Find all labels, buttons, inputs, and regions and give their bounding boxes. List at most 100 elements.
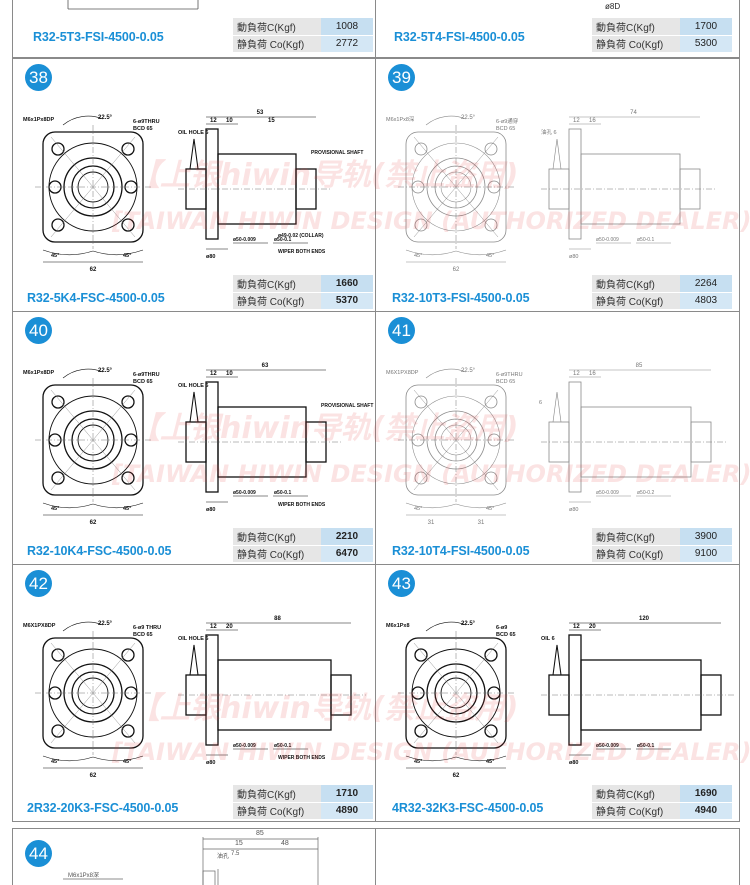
grease-nipple bbox=[189, 391, 199, 423]
diameter-label-2: ø50-0.1 bbox=[637, 237, 654, 243]
model-name: R32-10T4-FSI-4500-0.05 bbox=[392, 544, 530, 558]
length-label-1: 12 bbox=[573, 371, 580, 377]
width-label: 31 bbox=[478, 520, 485, 526]
angle-label: 22.5° bbox=[461, 621, 476, 627]
diagonal-line bbox=[50, 389, 136, 491]
model-name: 4R32-32K3-FSC-4500-0.05 bbox=[392, 801, 544, 815]
length-label-1: 12 bbox=[210, 371, 217, 377]
thru-hole-label: 6-ø9THRU bbox=[133, 372, 160, 378]
overall-length-label: 88 bbox=[274, 616, 281, 622]
width-label: 62 bbox=[453, 773, 460, 779]
flange-diameter-label: ø80 bbox=[206, 507, 215, 513]
oil-hole-label: 油孔 6 bbox=[541, 128, 557, 136]
mounting-hole bbox=[121, 471, 135, 485]
static-load-value: 9100 bbox=[680, 545, 732, 563]
small-dim-label: 7.5 bbox=[231, 851, 240, 857]
bcd-label: BCD 65 bbox=[496, 126, 515, 132]
top-partial-right: R32-5T4-FSI-4500-0.05 ø8D 動負荷C(Kgf)1700 … bbox=[375, 0, 740, 58]
oil-hole-label: OIL HOLE 6 bbox=[178, 636, 208, 642]
mounting-hole bbox=[51, 724, 65, 738]
mounting-hole bbox=[414, 724, 428, 738]
diagonal-line bbox=[413, 642, 499, 744]
small-dim-label: 6 bbox=[539, 400, 542, 406]
mounting-hole bbox=[121, 648, 135, 662]
diagonal-line bbox=[50, 136, 136, 238]
angle-label: 22.5° bbox=[98, 115, 113, 121]
angle-label-right: 45° bbox=[486, 506, 494, 512]
length-label-1: 15 bbox=[235, 840, 243, 847]
static-load-label: 静負荷 Co(Kgf) bbox=[233, 545, 321, 563]
grease-nipple bbox=[552, 138, 562, 170]
length-label-2: 20 bbox=[226, 624, 233, 630]
mounting-hole bbox=[51, 395, 65, 409]
flange-diameter-label: ø80 bbox=[206, 254, 215, 260]
dynamic-load-label: 動負荷C(Kgf) bbox=[592, 18, 680, 36]
oil-hole-label: OIL 6 bbox=[541, 636, 555, 642]
thru-hole-label: 6-ø9通穿 bbox=[496, 117, 519, 125]
angle-arc bbox=[62, 115, 104, 126]
static-load-label: 静負荷 Co(Kgf) bbox=[592, 35, 680, 53]
static-load-value: 4940 bbox=[680, 802, 732, 820]
item-number-badge: 41 bbox=[388, 317, 415, 344]
static-load-value: 5370 bbox=[321, 292, 373, 310]
static-load-label: 静負荷 Co(Kgf) bbox=[233, 35, 321, 53]
angle-arc-left bbox=[405, 502, 457, 509]
grease-nipple bbox=[189, 138, 199, 170]
length-label-2: 20 bbox=[589, 624, 596, 630]
angle-label-right: 45° bbox=[486, 759, 494, 765]
diagonal-line bbox=[413, 389, 499, 491]
bcd-label: BCD 65 bbox=[496, 632, 516, 638]
mounting-hole bbox=[121, 395, 135, 409]
model-name: R32-10K4-FSC-4500-0.05 bbox=[27, 544, 172, 558]
overall-length-label: 74 bbox=[630, 110, 637, 116]
angle-label-left: 45° bbox=[414, 253, 422, 259]
dynamic-load-label: 動負荷C(Kgf) bbox=[592, 785, 680, 803]
dynamic-load-label: 動負荷C(Kgf) bbox=[233, 275, 321, 293]
diameter-label-1: ø50-0.009 bbox=[233, 490, 256, 496]
pitch-hole-label: M6x1Px8DP bbox=[23, 117, 55, 123]
angle-arc-left bbox=[405, 755, 457, 762]
angle-label: 22.5° bbox=[98, 368, 113, 374]
length-label-1: 12 bbox=[573, 118, 580, 124]
diameter-label-2: ø50-0.1 bbox=[637, 743, 654, 749]
angle-arc-left bbox=[405, 249, 457, 256]
model-name: R32-5T3-FSI-4500-0.05 bbox=[33, 30, 164, 44]
mounting-hole bbox=[121, 142, 135, 156]
static-load-value: 4890 bbox=[321, 802, 373, 820]
static-load-label: 静負荷 Co(Kgf) bbox=[592, 545, 680, 563]
angle-arc-right bbox=[455, 502, 507, 509]
diameter-label-1: ø50-0.009 bbox=[233, 237, 256, 243]
angle-label-right: 45° bbox=[123, 253, 131, 259]
angle-label-right: 45° bbox=[123, 759, 131, 765]
mounting-hole bbox=[484, 724, 498, 738]
angle-label-left: 45° bbox=[414, 506, 422, 512]
oil-hole-label: 油孔 bbox=[217, 854, 230, 860]
static-load-label: 静負荷 Co(Kgf) bbox=[592, 292, 680, 310]
dynamic-load-label: 動負荷C(Kgf) bbox=[233, 528, 321, 546]
length-label-2: 10 bbox=[226, 371, 233, 377]
length-label-2: 10 bbox=[226, 118, 233, 124]
provisional-shaft-label: PROVISIONAL SHAFT bbox=[321, 403, 373, 409]
oil-hole-label: OIL HOLE 6 bbox=[178, 383, 208, 389]
load-table: 動負荷C(Kgf)1008 静負荷 Co(Kgf)2772 bbox=[233, 18, 373, 53]
flange-diameter-label: ø80 bbox=[569, 760, 578, 766]
angle-arc-left bbox=[42, 249, 94, 256]
bcd-label: BCD 65 bbox=[133, 126, 153, 132]
model-name: R32-5K4-FSC-4500-0.05 bbox=[27, 291, 165, 305]
angle-arc-right bbox=[92, 502, 144, 509]
collar-label: ø49-0.02 (COLLAR) bbox=[278, 233, 324, 239]
model-name: 2R32-20K3-FSC-4500-0.05 bbox=[27, 801, 179, 815]
thru-hole-label: 6-ø9THRU bbox=[496, 372, 523, 378]
diameter-label-2: ø50-0.1 bbox=[274, 490, 291, 496]
angle-label: 22.5° bbox=[461, 115, 476, 121]
length-label-2: 48 bbox=[281, 840, 289, 847]
